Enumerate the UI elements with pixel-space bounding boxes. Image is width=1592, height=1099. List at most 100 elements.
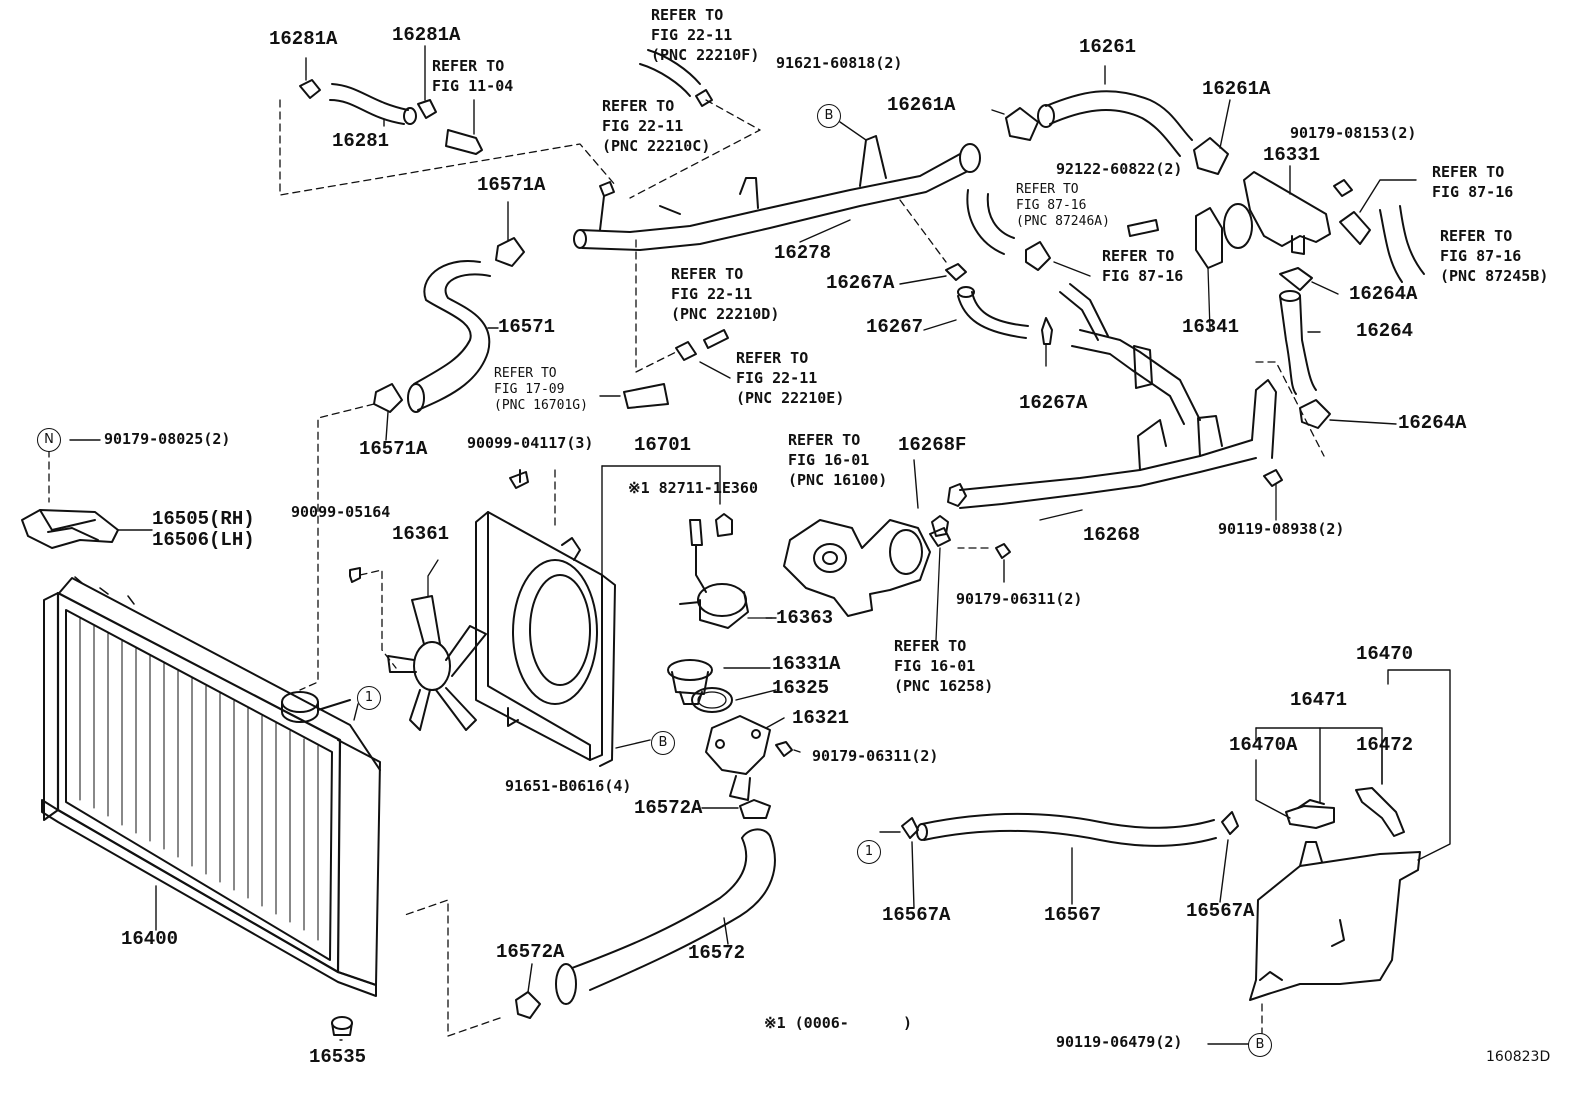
drain-cock-16535 bbox=[331, 1016, 353, 1030]
label-16321: 16321 bbox=[792, 707, 850, 729]
label-16572a-lower: 16572A bbox=[496, 941, 565, 963]
fan-blade-16361 bbox=[387, 595, 487, 731]
clamp-87-16 bbox=[1025, 241, 1051, 271]
label-90179-06311-inlet: 90179-06311(2) bbox=[812, 747, 939, 765]
label-16363: 16363 bbox=[776, 607, 834, 629]
label-16567: 16567 bbox=[1044, 904, 1102, 926]
label-90119-06479: 90119-06479(2) bbox=[1056, 1033, 1183, 1051]
clamp-16567a-right bbox=[1221, 811, 1239, 835]
clamp-16267a-upper bbox=[945, 263, 967, 281]
hose-16572 bbox=[555, 828, 776, 1005]
clamp-16572a-lower bbox=[515, 991, 541, 1019]
label-16267a-top: 16267A bbox=[826, 272, 895, 294]
marker-1-hose: 1 bbox=[857, 840, 881, 864]
label-16571: 16571 bbox=[498, 316, 556, 338]
gasket-16701g bbox=[623, 383, 669, 409]
label-16571a-top: 16571A bbox=[477, 174, 546, 196]
hose-87246a bbox=[966, 189, 1015, 255]
diagram-code: 160823D bbox=[1486, 1049, 1551, 1065]
label-90179-08153: 90179-08153(2) bbox=[1290, 124, 1417, 142]
hose-16571 bbox=[407, 260, 491, 413]
label-16264a-bottom: 16264A bbox=[1398, 412, 1467, 434]
radiator-16400 bbox=[41, 576, 381, 997]
bolt-90099-04117 bbox=[509, 469, 529, 489]
label-91621-60818: 91621-60818(2) bbox=[776, 54, 903, 72]
ref-fig-22-11-f: REFER TO FIG 22-11 (PNC 22210F) bbox=[651, 6, 760, 64]
label-16268: 16268 bbox=[1083, 524, 1141, 546]
label-16278: 16278 bbox=[774, 242, 832, 264]
ref-fig-17-09: REFER TO FIG 17-09 (PNC 16701G) bbox=[494, 366, 588, 413]
ref-fig-11-04: REFER TO FIG 11-04 bbox=[432, 57, 514, 95]
hose-16264 bbox=[1279, 290, 1317, 395]
bolt-90119-08938 bbox=[1263, 469, 1283, 487]
bypass-pipe-16278 bbox=[573, 135, 981, 251]
label-90179-06311-pump: 90179-06311(2) bbox=[956, 590, 1083, 608]
water-inlet-16321 bbox=[705, 715, 771, 801]
bolt-90099-05164 bbox=[349, 567, 361, 583]
hose-22210d bbox=[703, 329, 729, 349]
hose-16261 bbox=[1037, 90, 1193, 157]
gasket-16341 bbox=[1195, 207, 1223, 269]
marker-b-top: B bbox=[817, 104, 841, 128]
nut-90179-06311-b bbox=[995, 543, 1011, 559]
marker-b-bottom: B bbox=[1248, 1033, 1272, 1057]
water-pump-16100 bbox=[783, 519, 931, 617]
ref-fig-22-11-d: REFER TO FIG 22-11 (PNC 22210D) bbox=[671, 265, 780, 323]
label-16264a-top: 16264A bbox=[1349, 283, 1418, 305]
ref-fig-87-16-b: REFER TO FIG 87-16 (PNC 87245B) bbox=[1440, 227, 1549, 285]
ref-fig-87-16-mid: REFER TO FIG 87-16 bbox=[1102, 247, 1184, 285]
hose-16567 bbox=[916, 812, 1217, 847]
label-16281: 16281 bbox=[332, 130, 390, 152]
label-16572: 16572 bbox=[688, 942, 746, 964]
label-16567a-right: 16567A bbox=[1186, 900, 1255, 922]
label-16331a: 16331A bbox=[772, 653, 841, 675]
label-16267a-bottom: 16267A bbox=[1019, 392, 1088, 414]
label-16261: 16261 bbox=[1079, 36, 1137, 58]
ref-fig-87-16-right: REFER TO FIG 87-16 bbox=[1432, 163, 1514, 201]
clamp-16572a-upper bbox=[739, 799, 771, 819]
thermostat-16331a bbox=[667, 659, 713, 705]
leader-lines bbox=[69, 45, 1451, 1045]
label-16701: 16701 bbox=[634, 434, 692, 456]
label-16325: 16325 bbox=[772, 677, 830, 699]
label-91651-b0616: 91651-B0616(4) bbox=[505, 777, 632, 795]
clamp-16567a-left bbox=[901, 817, 919, 839]
ref-fig-22-11-c: REFER TO FIG 22-11 (PNC 22210C) bbox=[602, 97, 711, 155]
hose-16281 bbox=[329, 83, 417, 125]
label-90119-08938: 90119-08938(2) bbox=[1218, 520, 1345, 538]
label-16567a-left: 16567A bbox=[882, 904, 951, 926]
label-16471: 16471 bbox=[1290, 689, 1348, 711]
label-16264: 16264 bbox=[1356, 320, 1414, 342]
union-11-04 bbox=[445, 129, 483, 155]
hose-16267 bbox=[957, 286, 1029, 339]
water-pipe-16268 bbox=[947, 283, 1277, 509]
label-16261a-right: 16261A bbox=[1202, 78, 1271, 100]
ref-fig-16-01-b: REFER TO FIG 16-01 (PNC 16258) bbox=[894, 637, 994, 695]
label-16281a-left: 16281A bbox=[269, 28, 338, 50]
radiator-fins bbox=[79, 617, 319, 941]
label-90099-05164: 90099-05164 bbox=[291, 503, 391, 521]
label-16400: 16400 bbox=[121, 928, 179, 950]
label-16268f: 16268F bbox=[898, 434, 967, 456]
label-16267: 16267 bbox=[866, 316, 924, 338]
fan-shroud-16701 bbox=[475, 511, 616, 767]
leader-16361 bbox=[427, 559, 439, 597]
label-16472: 16472 bbox=[1356, 734, 1414, 756]
marker-b-shroud: B bbox=[651, 731, 675, 755]
gasket-16268f bbox=[931, 515, 949, 537]
hose-87245b bbox=[1379, 205, 1425, 283]
drain-cock-body bbox=[331, 1022, 353, 1036]
nut-90179-06311 bbox=[775, 741, 793, 757]
ref-fig-87-16-a: REFER TO FIG 87-16 (PNC 87246A) bbox=[1016, 182, 1110, 229]
ref-fig-22-11-e: REFER TO FIG 22-11 (PNC 22210E) bbox=[736, 349, 845, 407]
marker-n: N bbox=[37, 428, 61, 452]
clamp-87-16-right bbox=[1339, 211, 1371, 245]
clamp-16571a-lower bbox=[373, 383, 403, 413]
gasket-16325 bbox=[691, 687, 733, 713]
label-16506-lh: 16506(LH) bbox=[152, 529, 255, 551]
label-16341: 16341 bbox=[1182, 316, 1240, 338]
label-90099-04117: 90099-04117(3) bbox=[467, 434, 594, 452]
clamp-16281a-left bbox=[299, 79, 321, 99]
clamp-16261a-left bbox=[1005, 107, 1039, 141]
